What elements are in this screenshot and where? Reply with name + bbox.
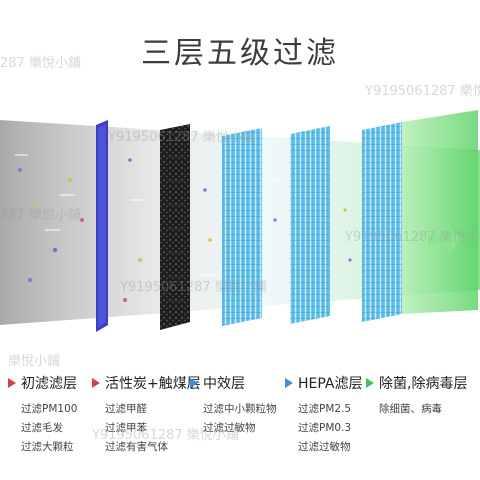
filter-illustration <box>0 100 480 350</box>
medium-filter-layer <box>222 128 262 326</box>
stage-desc: 过滤PM0.3 <box>298 422 352 434</box>
stage-desc: 过滤过敏物 <box>298 441 351 453</box>
airflow-arrow-icon <box>428 226 462 254</box>
antibac-filter-layer <box>362 122 402 322</box>
stage-desc: 过滤毛发 <box>21 422 63 434</box>
carbon-filter-layer <box>160 124 190 330</box>
legend-hepa: HEPA滤层 过滤PM2.5 过滤PM0.3 过滤过敏物 <box>285 372 363 457</box>
stage-label: 初滤滤层 <box>21 376 77 392</box>
stage-label: HEPA滤层 <box>298 376 363 392</box>
stage-desc: 过滤PM100 <box>21 403 78 415</box>
stage-desc: 过滤甲苯 <box>105 422 147 434</box>
arrow-right-icon <box>366 378 374 388</box>
clean-air-panel <box>402 110 478 314</box>
legend-carbon: 活性炭+触煤层 过滤甲醛 过滤甲苯 过滤有害气体 <box>92 372 201 457</box>
watermark-text: 樂悅小鋪 <box>8 354 61 369</box>
legend-initial: 初滤滤层 过滤PM100 过滤毛发 过滤大颗粒 <box>8 372 77 457</box>
stage-desc: 过滤中小颗粒物 <box>203 403 277 415</box>
filter-layers-graphic <box>0 110 480 332</box>
stage-desc: 过滤过敏物 <box>203 422 256 434</box>
arrow-right-icon <box>285 378 293 388</box>
legend-antibac: 除菌,除病毒层 除细菌、病毒 <box>366 372 467 419</box>
dust-particles <box>15 154 352 302</box>
page-title: 三层五级过滤 <box>141 36 339 71</box>
legend-medium: 中效层 过滤中小颗粒物 过滤过敏物 <box>190 372 277 438</box>
arrow-right-icon <box>190 378 198 388</box>
stage-desc: 过滤PM2.5 <box>298 403 352 415</box>
stage-desc: 过滤大颗粒 <box>21 441 74 453</box>
arrow-right-icon <box>8 378 16 388</box>
stage-label: 除菌,除病毒层 <box>379 376 468 392</box>
watermark-text: Y9195061287 樂悅小鋪 <box>365 84 480 99</box>
stage-label: 中效层 <box>203 376 245 392</box>
stage-desc: 过滤甲醛 <box>105 403 147 415</box>
hepa-filter-layer <box>290 126 330 324</box>
stage-label: 活性炭+触煤层 <box>105 376 201 392</box>
stage-desc: 过滤有害气体 <box>105 441 168 453</box>
arrow-right-icon <box>92 378 100 388</box>
stage-legend: 初滤滤层 过滤PM100 过滤毛发 过滤大颗粒 活性炭+触煤层 过滤甲醛 过滤甲… <box>0 372 480 480</box>
stage-desc: 除细菌、病毒 <box>379 403 442 415</box>
